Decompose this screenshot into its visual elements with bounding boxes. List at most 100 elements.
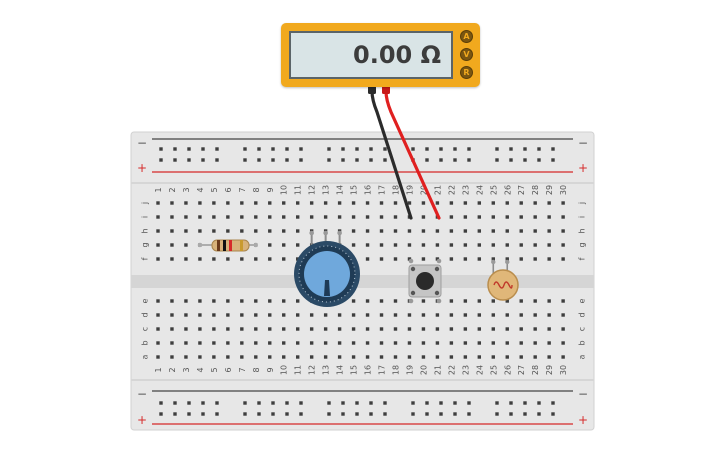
breadboard-hole[interactable] (254, 299, 258, 303)
breadboard-hole[interactable] (379, 215, 384, 219)
breadboard-hole[interactable] (309, 215, 314, 219)
mode-volts-button[interactable]: V (460, 48, 473, 61)
breadboard-hole[interactable] (449, 215, 454, 219)
breadboard-hole[interactable] (435, 243, 440, 247)
breadboard-hole[interactable] (226, 313, 230, 317)
breadboard-hole[interactable] (477, 215, 482, 219)
breadboard-hole[interactable] (533, 327, 537, 331)
rail-hole[interactable] (537, 401, 541, 405)
rail-hole[interactable] (439, 412, 443, 416)
breadboard-hole[interactable] (156, 215, 160, 219)
rail-hole[interactable] (355, 158, 359, 162)
breadboard-hole[interactable] (226, 201, 230, 205)
breadboard-hole[interactable] (435, 313, 440, 317)
breadboard-hole[interactable] (212, 229, 216, 233)
breadboard-hole[interactable] (421, 355, 426, 359)
breadboard-hole[interactable] (198, 313, 202, 317)
breadboard-hole[interactable] (547, 229, 551, 233)
pushbutton[interactable] (408, 258, 442, 304)
breadboard-hole[interactable] (309, 341, 314, 345)
rail-hole[interactable] (201, 158, 205, 162)
breadboard-hole[interactable] (351, 299, 356, 303)
rail-hole[interactable] (551, 158, 555, 162)
breadboard-hole[interactable] (379, 257, 384, 261)
breadboard-hole[interactable] (323, 201, 328, 205)
rail-hole[interactable] (453, 158, 457, 162)
breadboard-hole[interactable] (296, 243, 300, 247)
breadboard-hole[interactable] (365, 201, 370, 205)
breadboard-hole[interactable] (421, 299, 426, 303)
breadboard-hole[interactable] (170, 355, 174, 359)
breadboard-hole[interactable] (365, 341, 370, 345)
breadboard-hole[interactable] (463, 313, 468, 317)
breadboard-hole[interactable] (226, 341, 230, 345)
breadboard-hole[interactable] (282, 257, 286, 261)
rail-hole[interactable] (187, 401, 191, 405)
breadboard-hole[interactable] (477, 243, 482, 247)
breadboard-hole[interactable] (435, 341, 440, 345)
breadboard-hole[interactable] (519, 299, 523, 303)
breadboard-hole[interactable] (268, 243, 272, 247)
rail-hole[interactable] (173, 147, 177, 151)
breadboard-hole[interactable] (463, 299, 468, 303)
breadboard-hole[interactable] (198, 201, 202, 205)
breadboard-hole[interactable] (561, 313, 565, 317)
breadboard-hole[interactable] (156, 257, 160, 261)
breadboard-hole[interactable] (435, 355, 440, 359)
rail-hole[interactable] (243, 158, 247, 162)
breadboard-hole[interactable] (519, 355, 523, 359)
rail-hole[interactable] (383, 147, 387, 151)
breadboard-hole[interactable] (170, 257, 174, 261)
rail-hole[interactable] (355, 147, 359, 151)
breadboard-hole[interactable] (519, 257, 523, 261)
rail-hole[interactable] (467, 412, 471, 416)
breadboard-hole[interactable] (240, 341, 244, 345)
breadboard-hole[interactable] (296, 229, 300, 233)
breadboard-hole[interactable] (296, 327, 300, 331)
breadboard-hole[interactable] (477, 313, 482, 317)
resistor[interactable] (197, 239, 258, 252)
rail-hole[interactable] (159, 147, 163, 151)
breadboard-hole[interactable] (323, 327, 328, 331)
breadboard-hole[interactable] (212, 355, 216, 359)
photoresistor[interactable] (487, 259, 519, 301)
breadboard-hole[interactable] (561, 327, 565, 331)
breadboard-hole[interactable] (505, 299, 509, 303)
rail-hole[interactable] (425, 158, 429, 162)
breadboard-hole[interactable] (505, 243, 509, 247)
breadboard-hole[interactable] (296, 341, 300, 345)
breadboard-hole[interactable] (170, 229, 174, 233)
breadboard-hole[interactable] (240, 327, 244, 331)
breadboard-hole[interactable] (198, 257, 202, 261)
breadboard-hole[interactable] (533, 341, 537, 345)
rail-hole[interactable] (327, 401, 331, 405)
breadboard-hole[interactable] (254, 201, 258, 205)
breadboard-hole[interactable] (184, 257, 188, 261)
multimeter[interactable]: 0.00 Ω A V R (281, 23, 480, 87)
breadboard-hole[interactable] (491, 215, 495, 219)
pot-knob[interactable] (304, 251, 350, 297)
breadboard-hole[interactable] (393, 257, 398, 261)
breadboard-hole[interactable] (463, 243, 468, 247)
breadboard-hole[interactable] (240, 201, 244, 205)
breadboard-hole[interactable] (435, 201, 440, 205)
breadboard-hole[interactable] (533, 257, 537, 261)
rail-hole[interactable] (425, 147, 429, 151)
rail-hole[interactable] (201, 147, 205, 151)
rail-hole[interactable] (285, 158, 289, 162)
rail-hole[interactable] (411, 401, 415, 405)
breadboard-hole[interactable] (226, 215, 230, 219)
rail-hole[interactable] (369, 412, 373, 416)
breadboard-hole[interactable] (184, 341, 188, 345)
breadboard-hole[interactable] (365, 243, 370, 247)
breadboard-hole[interactable] (421, 327, 426, 331)
breadboard-hole[interactable] (296, 313, 300, 317)
breadboard-hole[interactable] (365, 327, 370, 331)
breadboard-hole[interactable] (449, 355, 454, 359)
breadboard-hole[interactable] (309, 327, 314, 331)
breadboard-hole[interactable] (533, 229, 537, 233)
pushbutton-cap[interactable] (416, 272, 434, 290)
breadboard-hole[interactable] (254, 229, 258, 233)
rail-hole[interactable] (453, 147, 457, 151)
breadboard-hole[interactable] (407, 229, 412, 233)
